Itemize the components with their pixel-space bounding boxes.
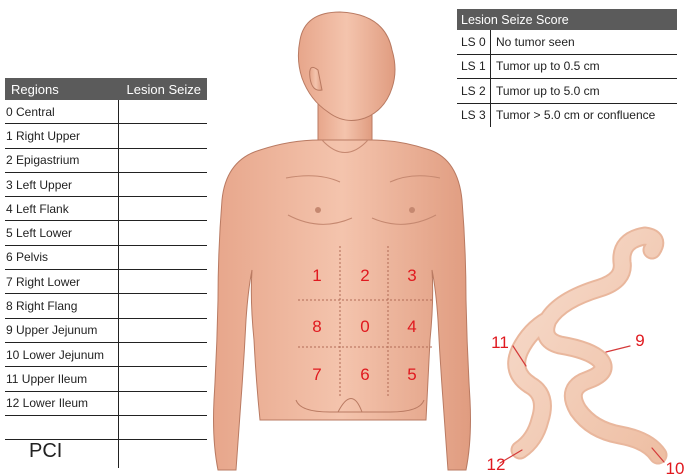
human-torso [214,12,471,470]
region-number-6: 6 [360,365,369,384]
region-number-0: 0 [360,317,369,336]
bowel-label-11: 11 [491,333,509,352]
region-number-7: 7 [312,365,321,384]
region-number-1: 1 [312,266,321,285]
bowel-label-12: 12 [487,455,506,474]
region-number-3: 3 [407,266,416,285]
bowel-label-10: 10 [666,459,685,476]
region-number-4: 4 [407,317,416,336]
region-number-5: 5 [407,365,416,384]
region-number-8: 8 [312,317,321,336]
bowel-label-9: 9 [635,331,644,350]
region-number-2: 2 [360,266,369,285]
